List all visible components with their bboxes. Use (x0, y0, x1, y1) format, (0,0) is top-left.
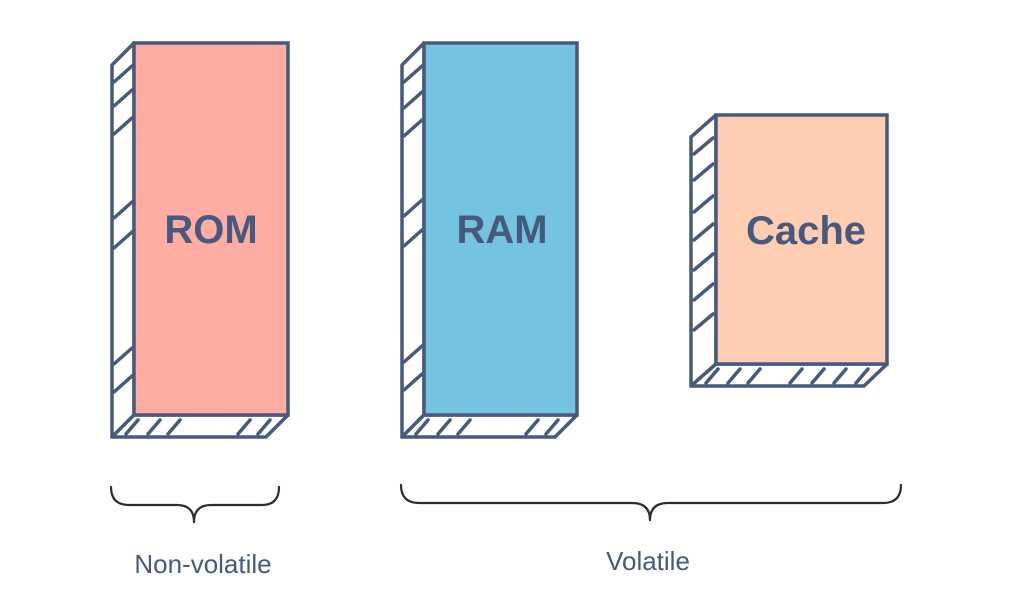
cache-block-face (714, 113, 889, 366)
rom-block: ROM (110, 41, 290, 439)
ram-block-hatching (402, 64, 560, 436)
rom-label: ROM (164, 208, 257, 252)
rom-block-hatching (112, 64, 272, 436)
cache-block: Cache (689, 113, 889, 388)
ram-block-face (422, 41, 579, 417)
cache-block-hatching (692, 136, 870, 385)
volatile-brace (399, 483, 903, 522)
cache-block-side (689, 113, 718, 388)
rom-block-face (132, 41, 290, 417)
cache-label: Cache (746, 209, 866, 253)
volatile-label: Volatile (606, 546, 690, 576)
non-volatile-brace (109, 485, 281, 524)
non-volatile-label: Non-volatile (134, 549, 271, 579)
ram-block: RAM (400, 41, 579, 439)
ram-label: RAM (456, 208, 547, 252)
